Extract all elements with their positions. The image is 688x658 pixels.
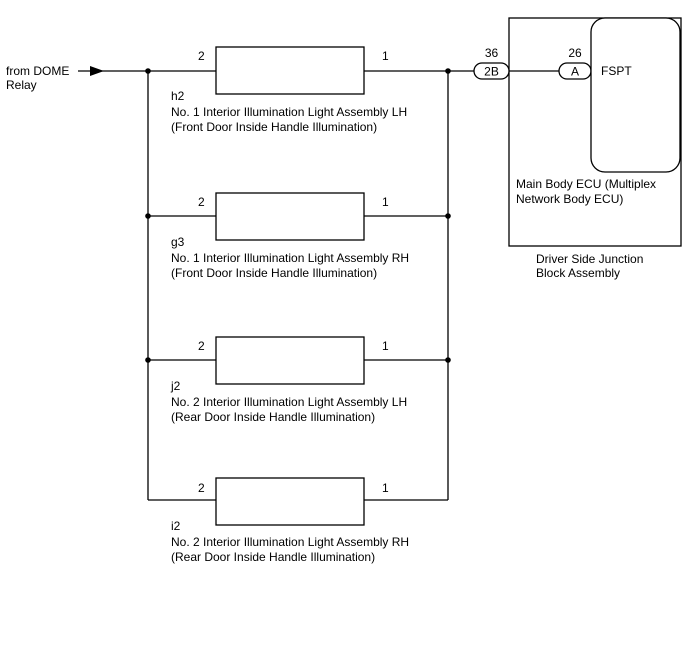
- component-desc-label: (Rear Door Inside Handle Illumination): [171, 550, 375, 564]
- source-label-line2: Relay: [6, 78, 37, 92]
- light-branch-i2: 2 1 i2 No. 2 Interior Illumination Light…: [148, 477, 448, 564]
- light-assembly-box: [215, 477, 365, 526]
- pin-left-label: 2: [198, 481, 205, 495]
- ecu-signal-label: FSPT: [601, 64, 632, 78]
- pin-right-label: 1: [382, 339, 389, 353]
- connector-code-label: h2: [171, 89, 185, 103]
- component-desc-label: (Front Door Inside Handle Illumination): [171, 266, 377, 280]
- connector-a-label: A: [571, 65, 579, 79]
- connector-code-label: i2: [171, 519, 181, 533]
- component-name-label: No. 2 Interior Illumination Light Assemb…: [171, 395, 407, 409]
- connector-code-label: j2: [170, 379, 181, 393]
- component-desc-label: (Rear Door Inside Handle Illumination): [171, 410, 375, 424]
- junction-dot: [445, 357, 451, 363]
- light-branch-j2: 2 1 j2 No. 2 Interior Illumination Light…: [148, 336, 448, 424]
- ecu-name-line2: Network Body ECU): [516, 192, 623, 206]
- connector-2b-pin: 36: [485, 46, 499, 60]
- junction-block-label-line1: Driver Side Junction: [536, 252, 643, 266]
- source-arrow-icon: [90, 66, 104, 76]
- light-branch-g3: 2 1 g3 No. 1 Interior Illumination Light…: [148, 192, 448, 280]
- pin-left-label: 2: [198, 339, 205, 353]
- connector-code-label: g3: [171, 235, 185, 249]
- pin-right-label: 1: [382, 195, 389, 209]
- junction-dot: [445, 213, 451, 219]
- light-branch-h2: 2 1 h2 No. 1 Interior Illumination Light…: [148, 46, 448, 134]
- component-desc-label: (Front Door Inside Handle Illumination): [171, 120, 377, 134]
- junction-dot: [145, 68, 151, 74]
- junction-dot: [145, 357, 151, 363]
- junction-dot: [145, 213, 151, 219]
- pin-right-label: 1: [382, 49, 389, 63]
- junction-block-label-line2: Block Assembly: [536, 266, 620, 280]
- component-name-label: No. 2 Interior Illumination Light Assemb…: [171, 535, 409, 549]
- pin-left-label: 2: [198, 195, 205, 209]
- connector-2b-label: 2B: [484, 65, 499, 79]
- light-assembly-box: [215, 336, 365, 385]
- pin-right-label: 1: [382, 481, 389, 495]
- light-assembly-box: [215, 46, 365, 95]
- main-body-ecu-box: [590, 17, 681, 173]
- ecu-name-line1: Main Body ECU (Multiplex: [516, 177, 656, 191]
- light-assembly-box: [215, 192, 365, 241]
- connector-a-pin: 26: [568, 46, 582, 60]
- component-name-label: No. 1 Interior Illumination Light Assemb…: [171, 105, 407, 119]
- pin-left-label: 2: [198, 49, 205, 63]
- component-name-label: No. 1 Interior Illumination Light Assemb…: [171, 251, 409, 265]
- source-label-line1: from DOME: [6, 64, 69, 78]
